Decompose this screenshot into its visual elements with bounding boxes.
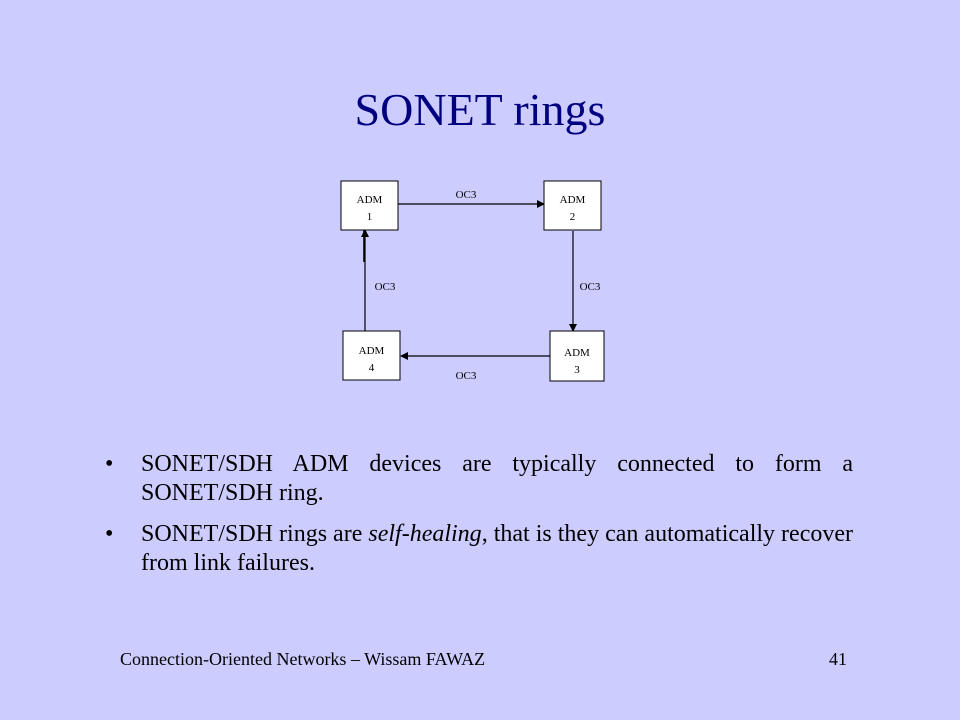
link-label-left: OC3	[375, 281, 396, 293]
bullet-item: • SONET/SDH ADM devices are typically co…	[105, 450, 853, 508]
bullet-list: • SONET/SDH ADM devices are typically co…	[105, 450, 853, 590]
footer-page-number: 41	[829, 649, 847, 669]
svg-text:ADM: ADM	[560, 194, 586, 206]
svg-text:2: 2	[570, 211, 576, 223]
node-adm3: ADM 3	[549, 330, 605, 382]
svg-text:4: 4	[369, 362, 375, 374]
svg-text:ADM: ADM	[359, 345, 385, 357]
svg-text:ADM: ADM	[357, 194, 383, 206]
bullet-mark: •	[105, 451, 114, 477]
link-label-bottom: OC3	[456, 370, 477, 382]
svg-text:ADM: ADM	[564, 347, 590, 359]
bullet-text: SONET/SDH ADM devices are typically conn…	[141, 451, 853, 506]
bullet-text: SONET/SDH rings are self-healing, that i…	[141, 521, 853, 576]
svg-text:3: 3	[574, 364, 580, 376]
bullet-mark: •	[105, 521, 114, 547]
link-label-right: OC3	[580, 281, 601, 293]
node-adm1: ADM 1	[340, 180, 399, 231]
footer-course-author: Connection-Oriented Networks – Wissam FA…	[120, 649, 486, 669]
slide-title: SONET rings	[354, 84, 606, 135]
bullet-item: • SONET/SDH rings are self-healing, that…	[105, 520, 853, 578]
node-adm2: ADM 2	[543, 180, 602, 231]
svg-text:1: 1	[367, 211, 373, 223]
node-adm4: ADM 4	[342, 330, 401, 381]
link-label-top: OC3	[456, 189, 477, 201]
emphasis-self-healing: self-healing	[368, 521, 482, 547]
